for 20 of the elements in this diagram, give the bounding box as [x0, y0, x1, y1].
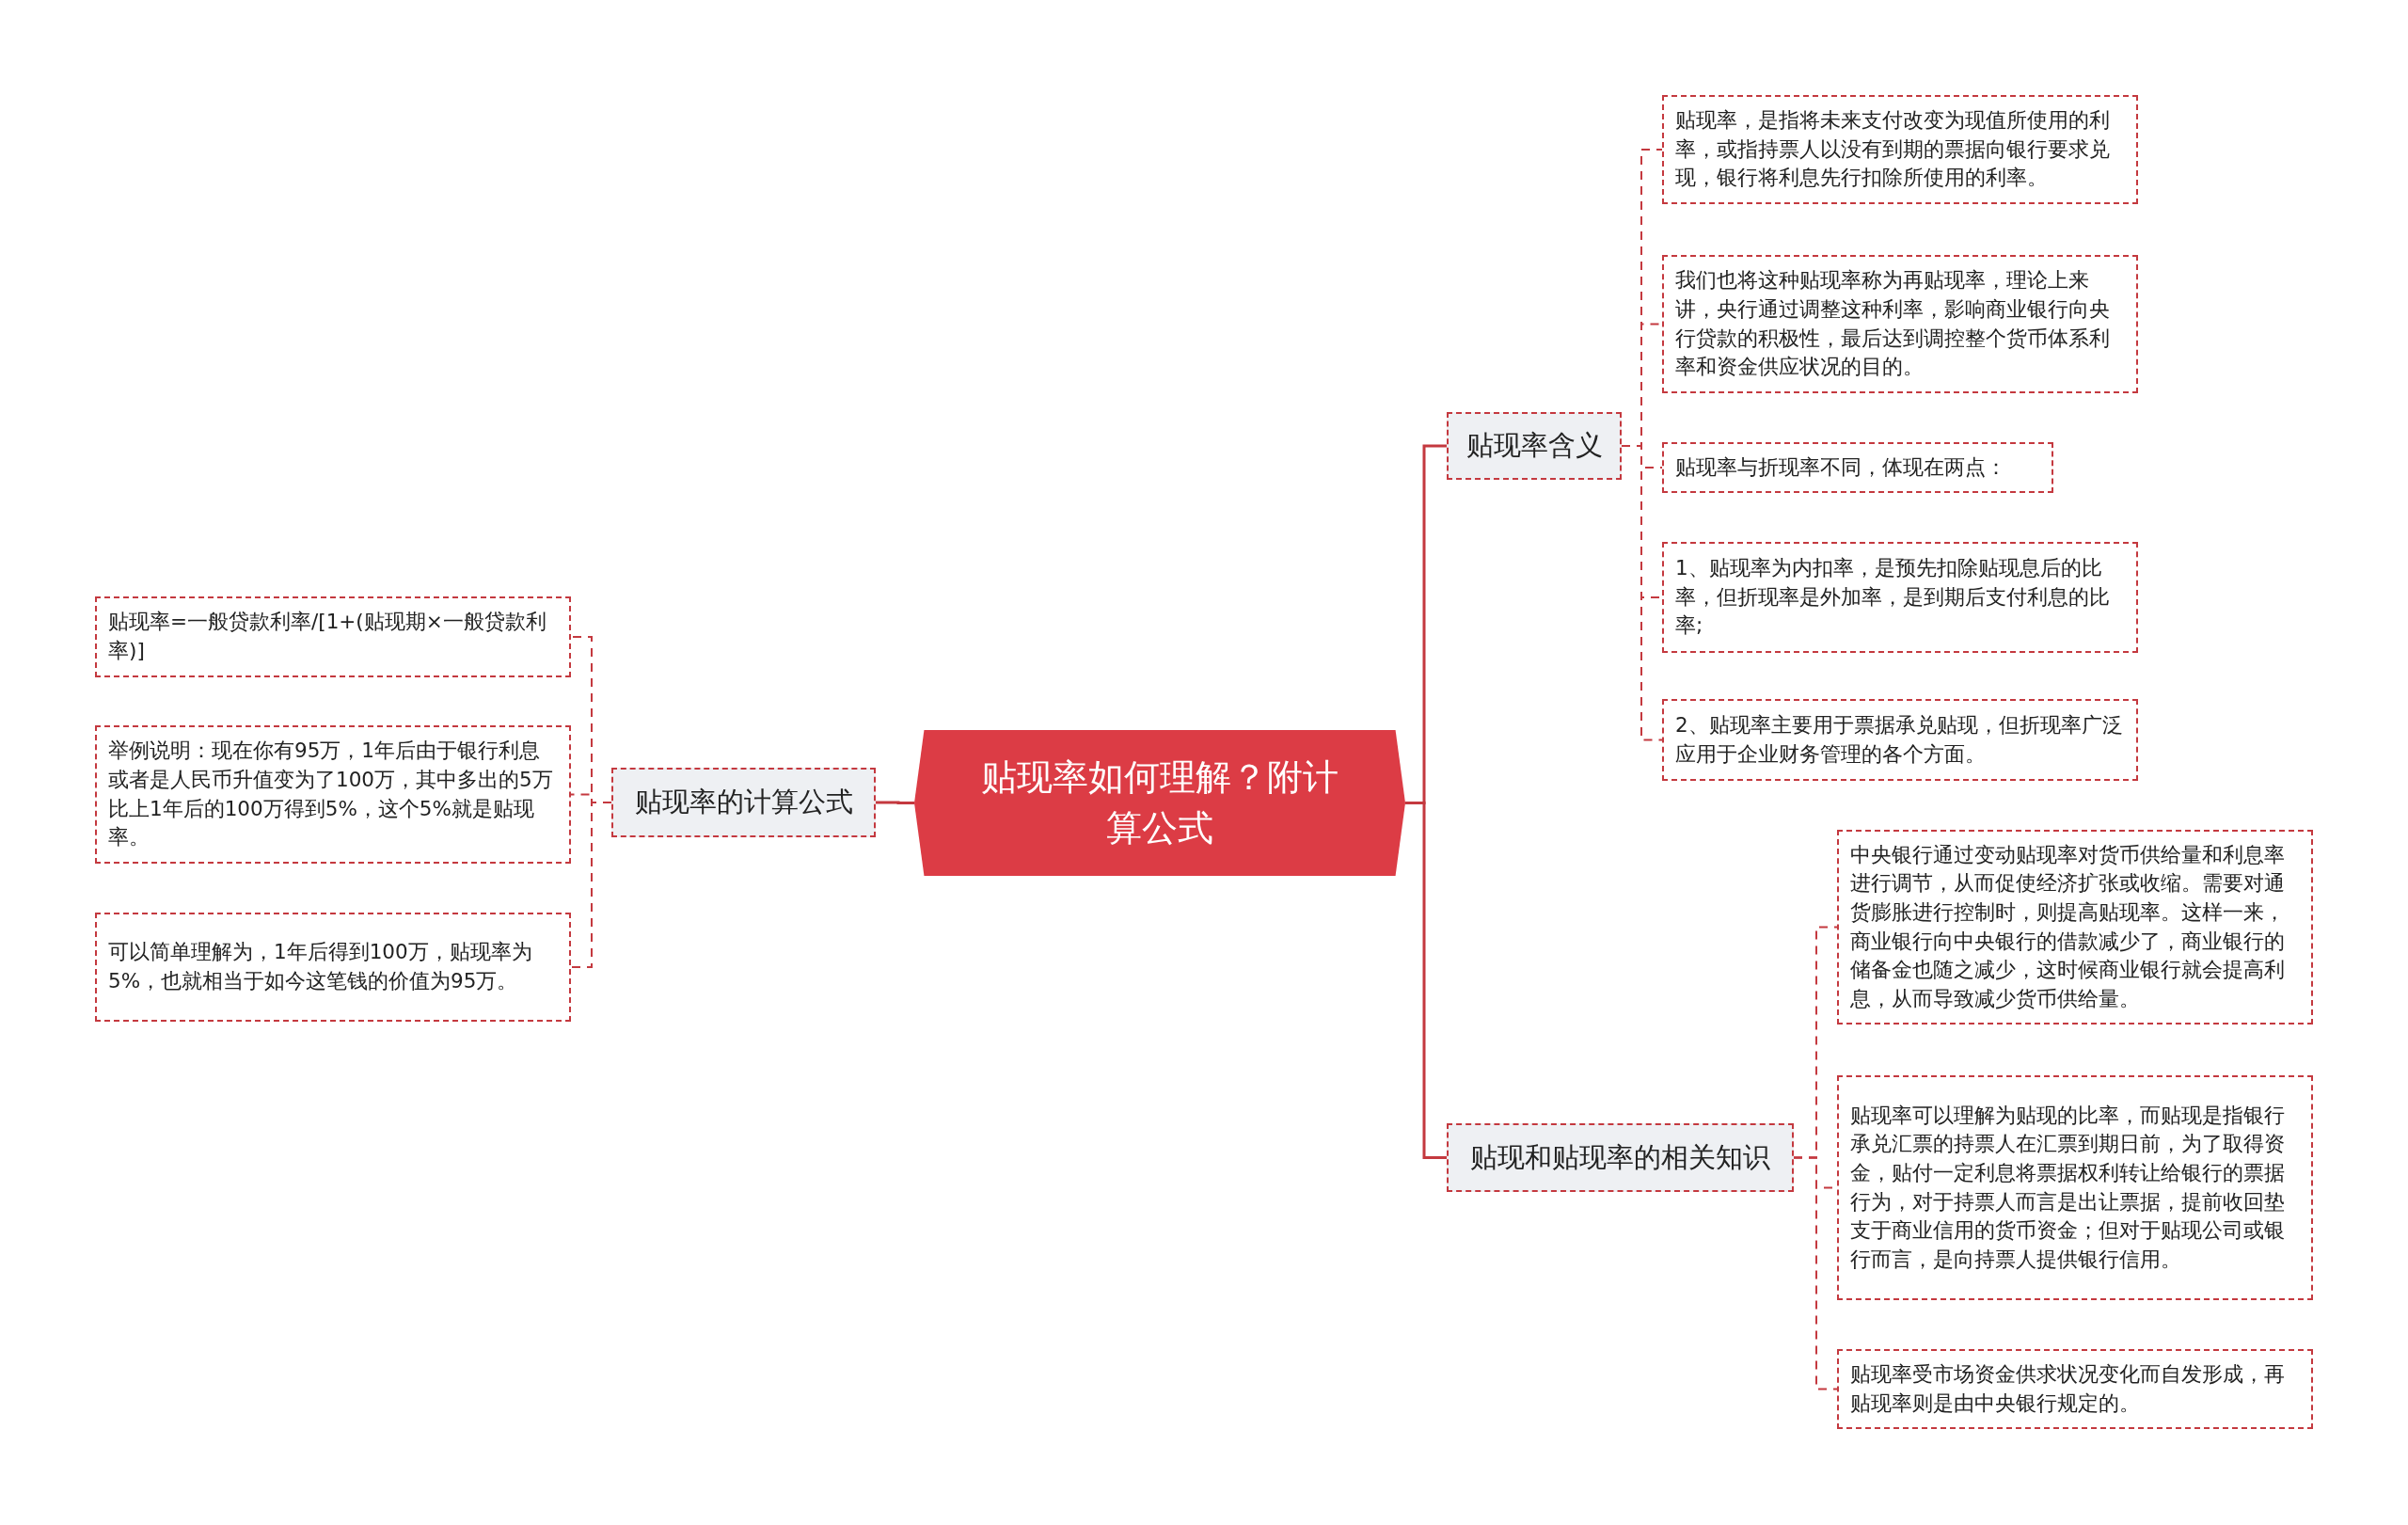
connector-line [1405, 802, 1447, 1159]
note-box: 2、贴现率主要用于票据承兑贴现，但折现率广泛应用于企业财务管理的各个方面。 [1662, 699, 2138, 781]
topic-box: 贴现率含义 [1447, 412, 1622, 480]
topic-box: 贴现率的计算公式 [611, 768, 876, 837]
connector-line [876, 801, 914, 804]
note-box: 可以简单理解为，1年后得到100万，贴现率为5%，也就相当于如今这笔钱的价值为95万。 [95, 913, 571, 1022]
connector-line [570, 802, 612, 968]
connector-line [1793, 1156, 1838, 1390]
connector-line [1621, 445, 1663, 741]
note-box: 中央银行通过变动贴现率对货币供给量和利息率进行调节，从而促使经济扩张或收缩。需要对通货膨胀进行控制时，则提高贴现率。这样一来，商业银行向中央银行的借款减少了，商业银行的储备金也随之减少，这时候商业银行就会提高利息，从而导致减少货币供给量。 [1837, 830, 2313, 1025]
central-topic: 贴现率如何理解？附计算公式 [914, 730, 1405, 876]
note-box: 我们也将这种贴现率称为再贴现率，理论上来讲，央行通过调整这种利率，影响商业银行向央行贷款的积极性，最后达到调控整个货币体系利率和资金供应状况的目的。 [1662, 255, 2138, 393]
note-box: 贴现率与折现率不同，体现在两点： [1662, 442, 2053, 493]
note-box: 贴现率=一般贷款利率/[1+(贴现期×一般贷款利率)] [95, 596, 571, 677]
note-box: 贴现率，是指将未来支付改变为现值所使用的利率，或指持票人以没有到期的票据向银行要求兑现，银行将利息先行扣除所使用的利率。 [1662, 95, 2138, 204]
note-box: 举例说明：现在你有95万，1年后由于银行利息或者是人民币升值变为了100万，其中多出的5万比上1年后的100万得到5%，这个5%就是贴现率。 [95, 725, 571, 864]
note-box: 贴现率受市场资金供求状况变化而自发形成，再贴现率则是由中央银行规定的。 [1837, 1349, 2313, 1429]
note-box: 贴现率可以理解为贴现的比率，而贴现是指银行承兑汇票的持票人在汇票到期日前，为了取得资金，贴付一定利息将票据权利转让给银行的票据行为，对于持票人而言是出让票据，提前收回垫支于商业信用的货币资金；但对于贴现公司或银行而言，是向持票人提供银行信用。 [1837, 1075, 2313, 1300]
note-box: 1、贴现率为内扣率，是预先扣除贴现息后的比率，但折现率是外加率，是到期后支付利息的比率; [1662, 542, 2138, 653]
topic-box: 贴现和贴现率的相关知识 [1447, 1123, 1794, 1192]
